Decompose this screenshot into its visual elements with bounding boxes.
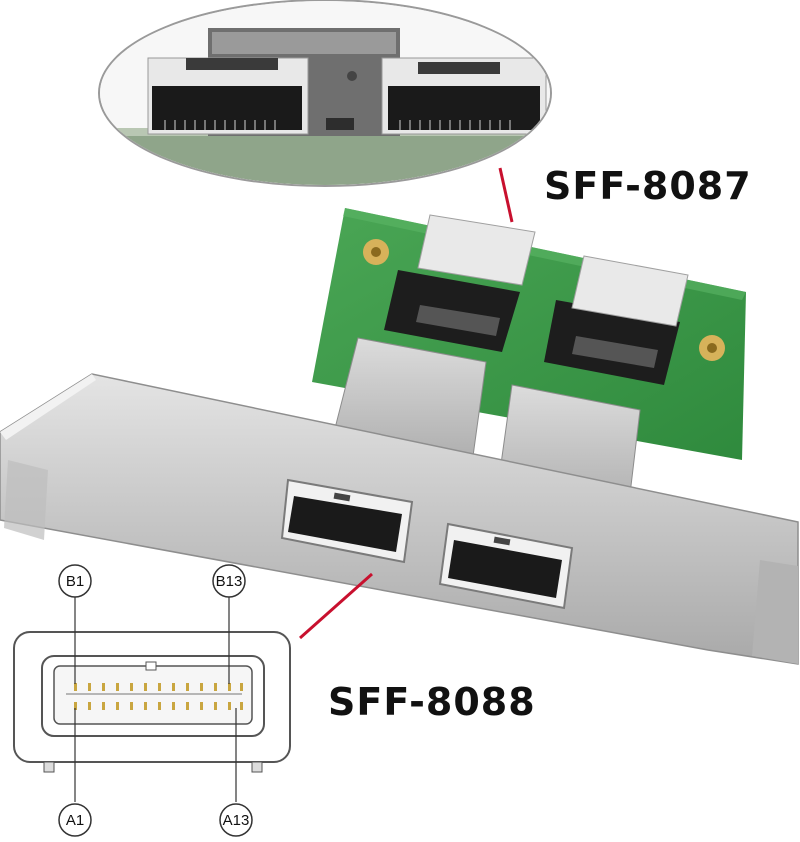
pin-label-b13: B13: [216, 573, 243, 590]
internal-connector-left: [384, 214, 536, 352]
pinout-diagram: B1 B13 A1 A13: [13, 564, 291, 837]
external-port-1: [280, 478, 414, 564]
sff-8088-label: SFF-8088: [328, 680, 536, 724]
pin-label-b1-circle: [58, 564, 92, 598]
external-port-2: [438, 522, 574, 610]
pointer-line-top: [498, 167, 514, 223]
sff-8087-label: SFF-8087: [544, 164, 752, 208]
magnified-inset: [98, 0, 552, 187]
pin-label-a1-circle: [58, 803, 92, 837]
pin-label-b1: B1: [66, 573, 84, 590]
pointer-line-bottom: [299, 572, 373, 640]
pin-label-a13-circle: [219, 803, 253, 837]
pin-label-a13: A13: [223, 812, 250, 829]
pin-label-b13-circle: [212, 564, 246, 598]
internal-connector-right: [544, 255, 689, 385]
pin-label-a1: A1: [66, 812, 84, 829]
